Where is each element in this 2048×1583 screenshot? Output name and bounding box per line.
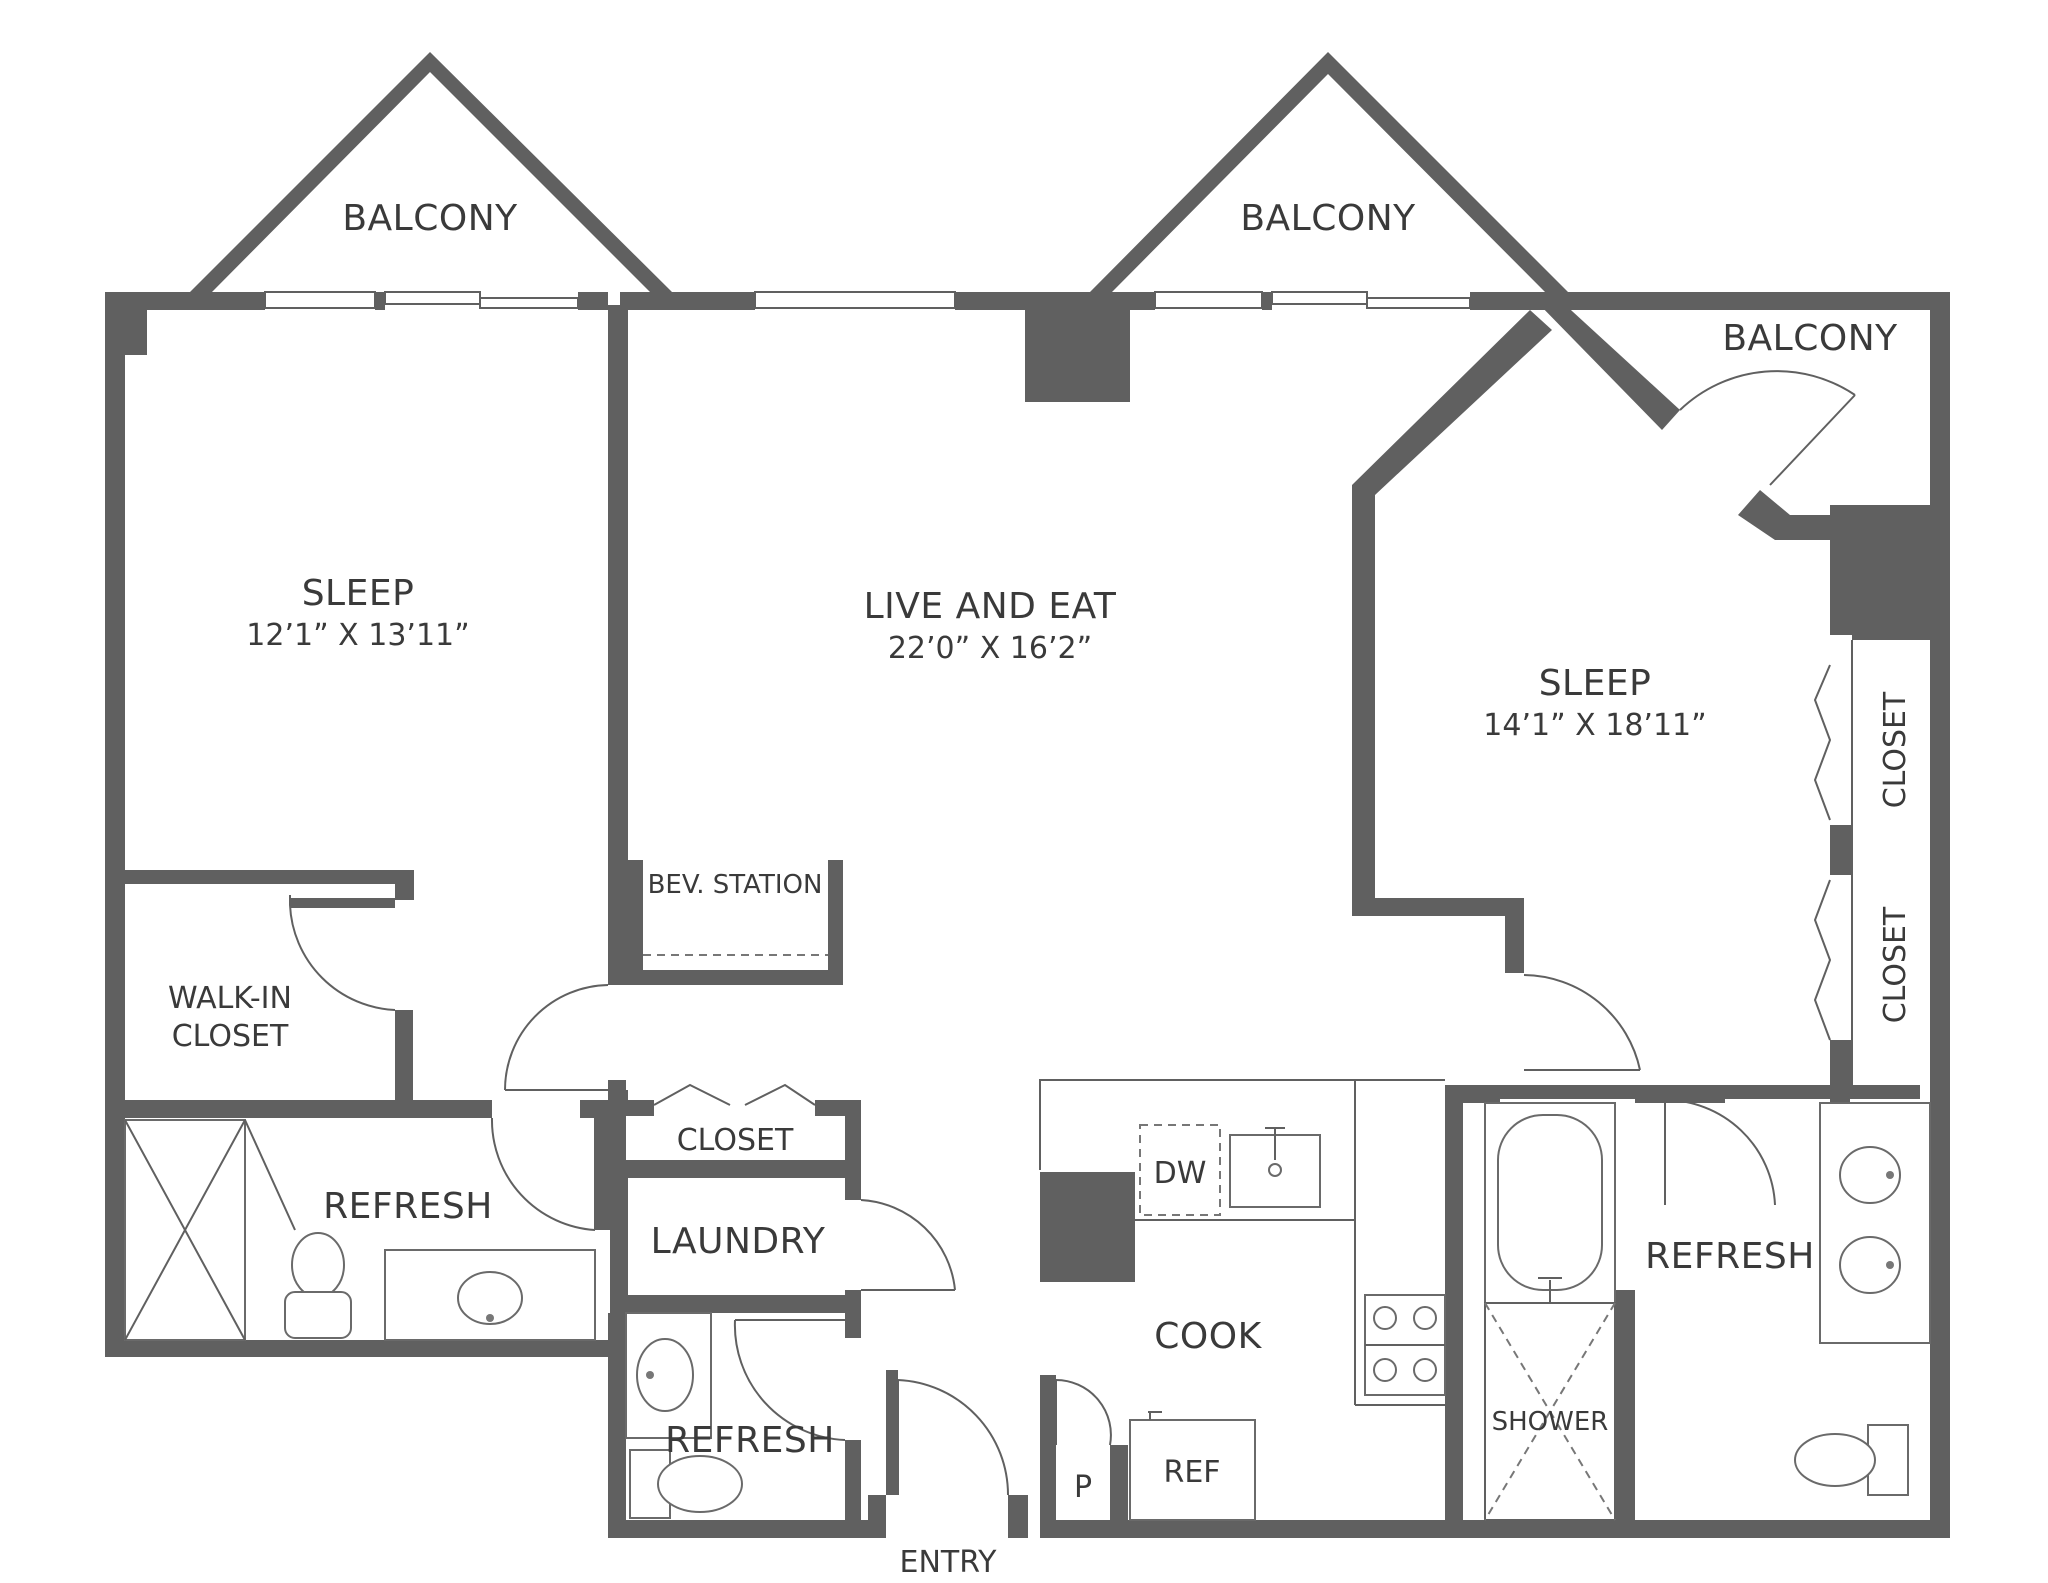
doors	[289, 370, 1856, 1496]
fixtures	[124, 954, 1931, 1521]
label-refresh-right: REFRESH	[1645, 1236, 1815, 1277]
sink-small-bath	[636, 1338, 694, 1412]
balcony-right-diagonal-wall	[1535, 300, 1680, 430]
label-bev-station: BEV. STATION	[648, 870, 823, 900]
kitchen-island-block	[1040, 1172, 1135, 1282]
label-refresh-left: REFRESH	[323, 1186, 493, 1227]
label-pantry: P	[1074, 1470, 1092, 1505]
label-ref: REF	[1163, 1455, 1220, 1490]
label-sleep-left: SLEEP	[302, 573, 415, 614]
balcony-center-wall	[1090, 52, 1568, 292]
vanity-right	[1819, 1102, 1931, 1344]
toilet-small-bath	[657, 1455, 743, 1513]
label-sleep-right: SLEEP	[1539, 663, 1652, 704]
label-laundry: LAUNDRY	[651, 1221, 826, 1262]
labels: BALCONY BALCONY BALCONY SLEEP 12’1” X 13…	[168, 198, 1913, 1580]
label-closet-right-bottom: CLOSET	[1878, 906, 1913, 1023]
refrigerator	[1129, 1419, 1256, 1521]
dims-live-eat: 22’0” X 16’2”	[888, 631, 1092, 666]
toilet-right	[1794, 1433, 1876, 1487]
label-cook: COOK	[1154, 1316, 1262, 1357]
label-closet-hall: CLOSET	[677, 1123, 794, 1158]
label-live-eat: LIVE AND EAT	[864, 586, 1117, 627]
label-walk-in-1: WALK-IN	[168, 981, 292, 1016]
dims-sleep-left: 12’1” X 13’11”	[246, 618, 469, 653]
label-closet-right-top: CLOSET	[1878, 691, 1913, 808]
label-refresh-small: REFRESH	[665, 1420, 835, 1461]
shower-stall-right	[1484, 1302, 1616, 1521]
label-dw: DW	[1154, 1156, 1207, 1191]
label-entry: ENTRY	[900, 1545, 998, 1580]
label-shower: SHOWER	[1492, 1407, 1609, 1437]
label-balcony-center: BALCONY	[1240, 198, 1416, 239]
toilet-left	[291, 1232, 345, 1298]
walls	[105, 52, 1950, 1538]
sleep-right-angled-wall	[1352, 310, 1552, 915]
balcony-left-wall	[190, 52, 672, 292]
dims-sleep-right: 14’1” X 18’11”	[1483, 708, 1706, 743]
label-balcony-right: BALCONY	[1722, 318, 1898, 359]
label-walk-in-2: CLOSET	[172, 1019, 289, 1054]
label-balcony-left: BALCONY	[342, 198, 518, 239]
dishwasher	[1139, 1124, 1221, 1216]
